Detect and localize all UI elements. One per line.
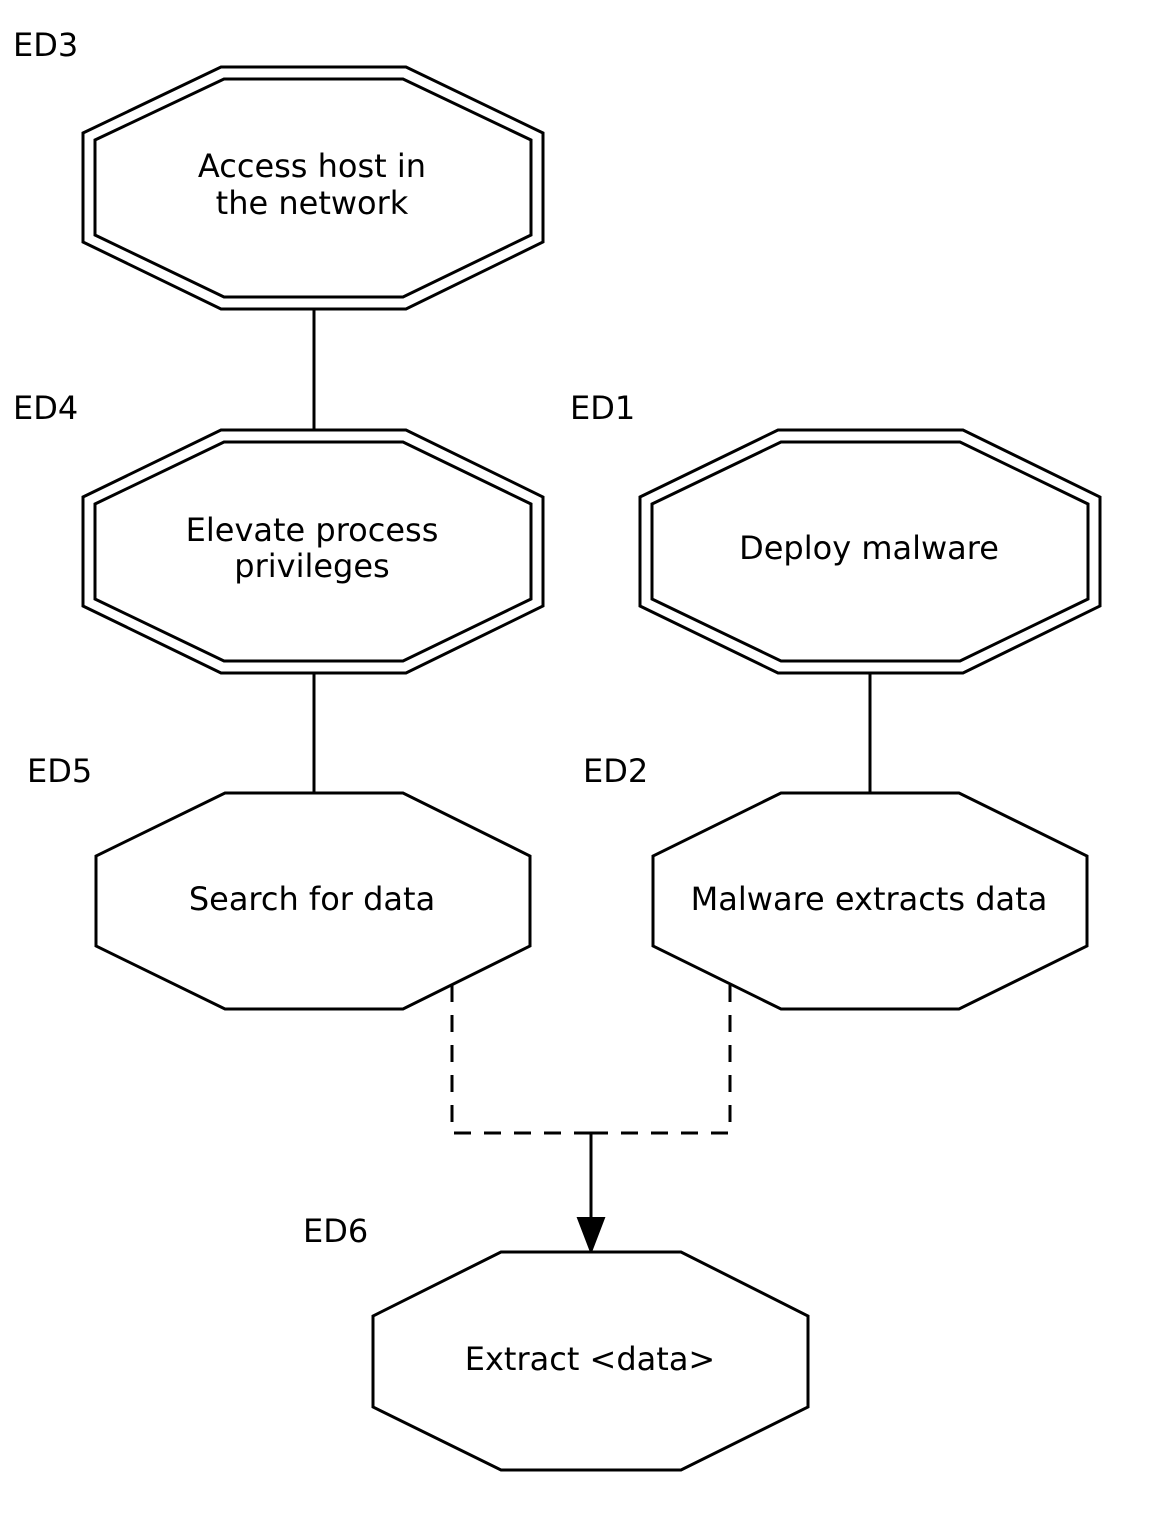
node-ed1-id: ED1 (570, 389, 635, 427)
node-ed5-label-line1: Search for data (189, 880, 435, 918)
node-ed5-shape (94, 791, 532, 1011)
node-ed6-shape (371, 1250, 810, 1472)
node-ed5-id: ED5 (27, 752, 92, 790)
node-ed4-label-line2: privileges (234, 547, 389, 585)
node-ed2-id: ED2 (583, 752, 648, 790)
node-ed6[interactable]: Extract <data> (371, 1250, 810, 1472)
node-ed3-label-line1: Access host in (198, 147, 426, 185)
edge-ed2-join (591, 985, 732, 1135)
node-ed1-label-line1: Deploy malware (739, 529, 999, 567)
node-ed4-inner-shape (93, 440, 533, 663)
node-ed1[interactable]: Deploy malware (638, 428, 1102, 675)
node-ed5[interactable]: Search for data (94, 791, 532, 1011)
node-ed6-label-line1: Extract <data> (465, 1340, 715, 1378)
node-ed2[interactable]: Malware extracts data (651, 791, 1089, 1011)
node-ed4-id: ED4 (13, 389, 78, 427)
arrowhead-ed6 (576, 1217, 606, 1255)
node-ed3-label-line2: the network (216, 184, 409, 222)
node-ed3[interactable]: Access host in the network (81, 65, 545, 311)
node-ed2-shape (651, 791, 1089, 1011)
node-ed3-id: ED3 (13, 26, 78, 64)
node-ed4[interactable]: Elevate process privileges (81, 428, 545, 675)
node-ed1-inner-shape (650, 440, 1090, 663)
node-ed2-label-line1: Malware extracts data (691, 880, 1048, 918)
node-ed3-inner-shape (93, 77, 533, 299)
node-ed4-label-line1: Elevate process (186, 511, 439, 549)
edge-ed5-join (450, 985, 591, 1135)
node-ed6-id: ED6 (303, 1212, 368, 1250)
